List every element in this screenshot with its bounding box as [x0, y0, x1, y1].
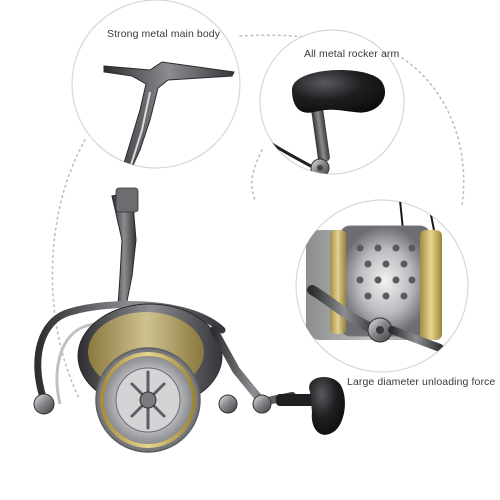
callout-main-body-circle: [71, 0, 241, 169]
handle-knob-detail: [292, 70, 386, 113]
callout-label-main-body: Strong metal main body: [107, 28, 221, 40]
callout-label-unloading: Large diameter unloading force: [347, 376, 496, 388]
fishing-reel-main: [33, 187, 345, 453]
handle-shaft-detail: [310, 103, 330, 163]
callout-label-rocker-arm: All metal rocker arm: [304, 48, 400, 60]
callout-spool-circle: [295, 199, 469, 373]
reel-handle-arm: [210, 326, 296, 407]
reel-handle-knob: [309, 377, 345, 435]
callout-rocker-arm-circle: [259, 29, 405, 175]
